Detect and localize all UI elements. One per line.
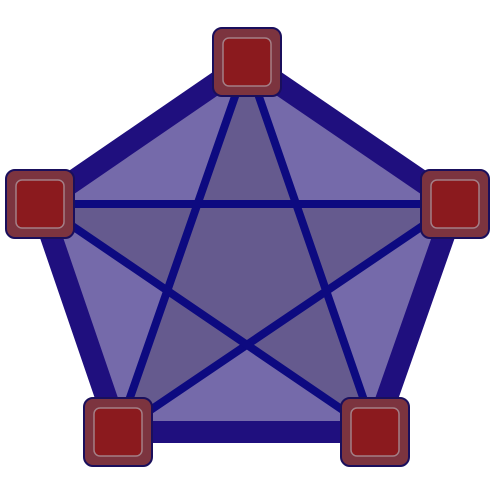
nodes-group <box>5 27 490 467</box>
node-bottom-left[interactable] <box>83 397 153 467</box>
outer-edge-right-bottom-right <box>364 193 466 443</box>
node-core <box>222 37 272 87</box>
node-core <box>430 179 480 229</box>
inner-edge-left-bottom-right <box>36 200 379 436</box>
inner-edge-top-bottom-right <box>243 58 379 436</box>
inner-edge-top-bottom-left <box>114 58 251 436</box>
node-top[interactable] <box>212 27 282 97</box>
inner-edges-group <box>36 58 459 436</box>
node-left[interactable] <box>5 169 75 239</box>
node-bottom-right[interactable] <box>340 397 410 467</box>
node-core <box>350 407 400 457</box>
node-core <box>93 407 143 457</box>
star-center-fill <box>40 62 455 432</box>
node-right[interactable] <box>420 169 490 239</box>
node-core <box>15 179 65 229</box>
inner-edge-right-bottom-left <box>114 200 459 436</box>
outer-edge-bottom-left-left <box>29 193 129 443</box>
